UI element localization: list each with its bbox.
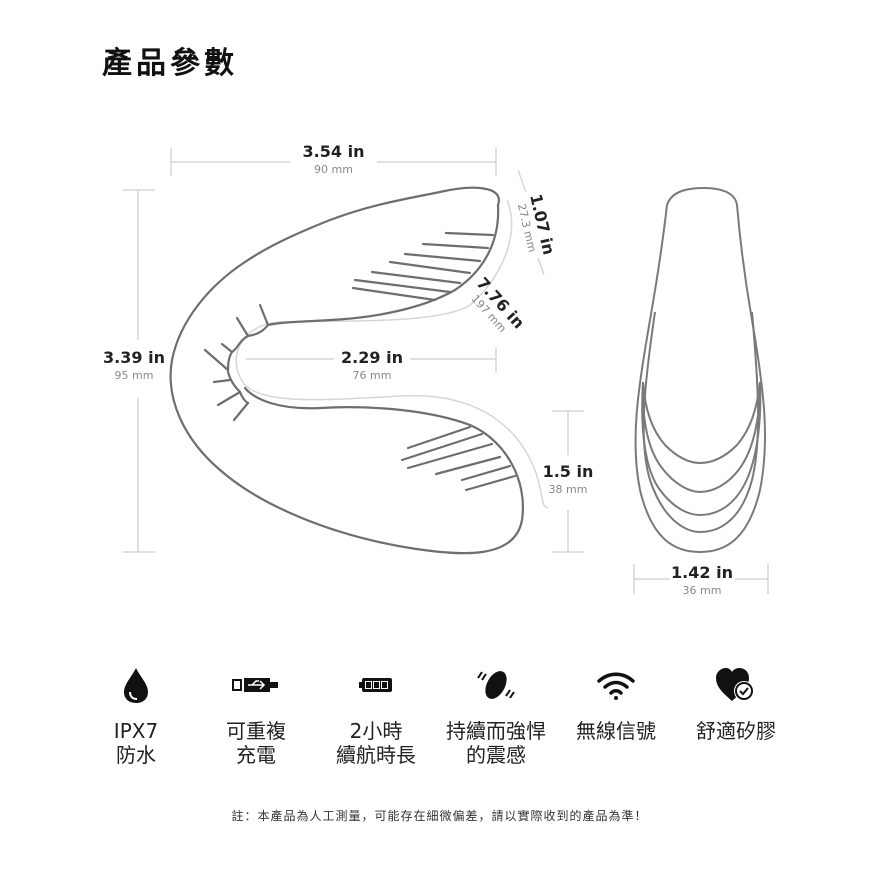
product-dimension-diagram bbox=[123, 148, 769, 594]
feature-label-line1: 持續而強悍 bbox=[446, 719, 546, 743]
dim-value-in: 3.54 in bbox=[302, 142, 365, 161]
dim-width-top: 3.54 in 90 mm bbox=[290, 142, 377, 178]
dim-value-mm: 90 mm bbox=[314, 163, 353, 176]
device-front-view bbox=[634, 186, 767, 554]
dimension-lines bbox=[123, 148, 769, 594]
feature-wireless: 無線信號 bbox=[546, 665, 686, 743]
dim-value-mm: 76 mm bbox=[352, 369, 392, 382]
feature-label-line1: 舒適矽膠 bbox=[696, 719, 776, 743]
dim-value-in: 1.42 in bbox=[671, 563, 733, 582]
page-title: 產品參數 bbox=[102, 46, 238, 81]
usb-charge-icon bbox=[186, 665, 326, 705]
dim-value-mm: 38 mm bbox=[548, 483, 588, 496]
vibration-icon bbox=[426, 665, 566, 705]
feature-list: IPX7 防水 可重複 充電 2小時 續航時長 持續而強悍 的震感 無線信號 舒… bbox=[80, 665, 800, 785]
feature-waterproof: IPX7 防水 bbox=[66, 665, 206, 767]
dim-value-mm: 36 mm bbox=[682, 584, 722, 597]
feature-label-line2: 續航時長 bbox=[336, 743, 416, 767]
feature-label-line2: 的震感 bbox=[466, 743, 526, 767]
feature-label-line1: 2小時 bbox=[349, 719, 403, 743]
footer-note: 註：本產品為人工測量，可能存在細微偏差，請以實際收到的產品為準！ bbox=[231, 809, 648, 823]
dim-bulb-height: 1.5 in 38 mm bbox=[536, 462, 600, 498]
feature-label-line1: IPX7 bbox=[113, 719, 159, 743]
battery-icon bbox=[306, 665, 446, 705]
feature-silicone: 舒適矽膠 bbox=[666, 665, 806, 743]
feature-vibration: 持續而強悍 的震感 bbox=[426, 665, 566, 767]
dim-value-in: 1.5 in bbox=[542, 462, 594, 481]
dim-value-mm: 95 mm bbox=[114, 369, 154, 382]
feature-label-line1: 無線信號 bbox=[576, 719, 656, 743]
heart-check-icon bbox=[666, 665, 806, 705]
wireless-icon bbox=[546, 665, 686, 705]
water-drop-icon bbox=[66, 665, 206, 705]
feature-label-line2: 充電 bbox=[236, 743, 276, 767]
feature-label-line2: 防水 bbox=[116, 743, 156, 767]
dim-height-left: 3.39 in 95 mm bbox=[98, 348, 170, 384]
feature-rechargeable: 可重複 充電 bbox=[186, 665, 326, 767]
dim-value-in: 3.39 in bbox=[103, 348, 165, 367]
dim-side-width: 1.42 in 36 mm bbox=[668, 563, 736, 599]
feature-label-line1: 可重複 bbox=[226, 719, 286, 743]
dim-inner-length: 2.29 in 76 mm bbox=[334, 348, 410, 384]
feature-battery: 2小時 續航時長 bbox=[306, 665, 446, 767]
dim-value-in: 2.29 in bbox=[341, 348, 403, 367]
device-top-view bbox=[169, 186, 525, 555]
